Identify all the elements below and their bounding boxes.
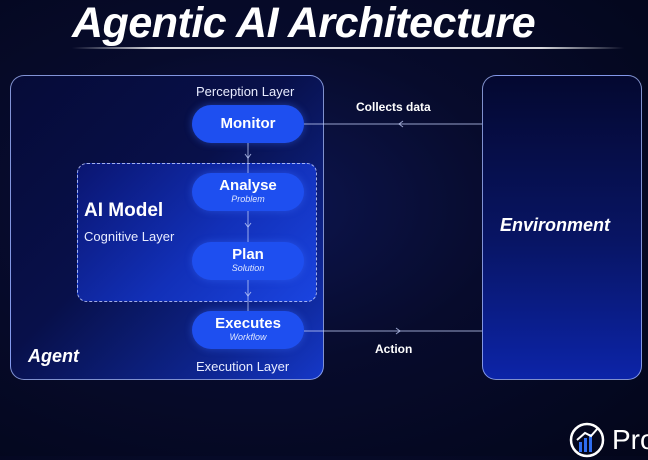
analyse-sublabel: Problem: [231, 194, 265, 204]
analyse-node: Analyse Problem: [192, 173, 304, 211]
agent-label: Agent: [28, 346, 79, 366]
monitor-node: Monitor: [192, 105, 304, 143]
arrowhead-action: [395, 327, 401, 335]
collects-data-label: Collects data: [356, 100, 431, 114]
plan-node: Plan Solution: [192, 242, 304, 280]
arrowhead-collect-data: [398, 120, 404, 128]
monitor-label: Monitor: [220, 115, 276, 132]
plan-label: Plan: [232, 246, 264, 263]
execution-layer-label: Execution Layer: [196, 359, 290, 374]
executes-label: Executes: [215, 315, 281, 332]
cognitive-layer-label: Cognitive Layer: [84, 229, 175, 244]
environment-container: [482, 75, 642, 380]
executes-sublabel: Workflow: [229, 332, 267, 342]
plan-sublabel: Solution: [231, 263, 265, 273]
executes-node: Executes Workflow: [192, 311, 304, 349]
page-title: Agentic AI Architecture: [72, 0, 536, 47]
environment-label: Environment: [500, 215, 611, 235]
action-label: Action: [375, 342, 413, 356]
perception-layer-label: Perception Layer: [196, 84, 295, 99]
brand-logo-text: Pro: [612, 424, 648, 455]
title-underline: [72, 47, 624, 49]
analyse-label: Analyse: [219, 177, 277, 194]
ai-model-title: AI Model: [84, 200, 164, 221]
